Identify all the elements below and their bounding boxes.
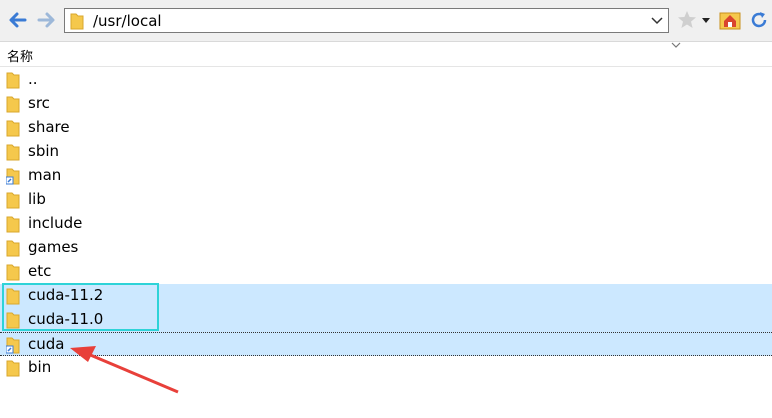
file-name: cuda-11.2 — [28, 286, 104, 304]
chevron-down-icon[interactable] — [650, 13, 664, 27]
list-item[interactable]: man — [0, 164, 772, 188]
list-item[interactable]: cuda — [0, 332, 772, 356]
navigation-toolbar: /usr/local — [0, 0, 772, 42]
folder-icon — [6, 360, 20, 377]
folder-icon — [6, 96, 20, 113]
list-item[interactable]: cuda-11.2 — [0, 284, 772, 308]
folder-icon — [6, 144, 20, 161]
list-item[interactable]: src — [0, 92, 772, 116]
folder-icon — [6, 192, 20, 209]
back-arrow-icon[interactable] — [6, 9, 28, 31]
list-item[interactable]: etc — [0, 260, 772, 284]
file-name: lib — [28, 190, 46, 208]
list-item[interactable]: lib — [0, 188, 772, 212]
column-header: 名称 — [0, 42, 772, 67]
list-item[interactable]: cuda-11.0 — [0, 308, 772, 332]
list-item[interactable]: .. — [0, 68, 772, 92]
folder-icon — [6, 120, 20, 137]
file-name: etc — [28, 262, 52, 280]
list-item[interactable]: bin — [0, 356, 772, 380]
folder-icon — [6, 240, 20, 257]
forward-arrow-icon[interactable] — [36, 9, 58, 31]
list-item[interactable]: share — [0, 116, 772, 140]
file-name: include — [28, 214, 83, 232]
dropdown-triangle-icon[interactable] — [701, 10, 711, 30]
file-name: share — [28, 118, 70, 136]
file-name: src — [28, 94, 50, 112]
folder-icon — [6, 216, 20, 233]
folder-icon — [6, 72, 20, 89]
folder-icon — [6, 264, 20, 281]
file-name: man — [28, 166, 62, 184]
file-name: .. — [28, 70, 38, 88]
folder-icon — [6, 312, 20, 329]
star-icon[interactable] — [677, 10, 697, 30]
address-path[interactable]: /usr/local — [93, 12, 162, 30]
folder-link-icon — [6, 337, 20, 354]
refresh-icon[interactable] — [749, 10, 769, 30]
folder-icon — [6, 288, 20, 305]
sort-chevron-icon[interactable] — [670, 41, 682, 49]
name-column-header[interactable]: 名称 — [7, 50, 34, 65]
list-item[interactable]: sbin — [0, 140, 772, 164]
file-name: bin — [28, 358, 52, 376]
file-name: games — [28, 238, 79, 256]
file-name: cuda-11.0 — [28, 310, 104, 328]
folder-icon — [70, 13, 84, 30]
annotation-arrow-icon — [70, 346, 179, 394]
home-folder-icon[interactable] — [719, 10, 741, 30]
address-bar[interactable]: /usr/local — [64, 8, 669, 33]
file-name: sbin — [28, 142, 60, 160]
list-item[interactable]: include — [0, 212, 772, 236]
file-name: cuda — [28, 335, 65, 353]
folder-link-icon — [6, 168, 20, 185]
list-item[interactable]: games — [0, 236, 772, 260]
